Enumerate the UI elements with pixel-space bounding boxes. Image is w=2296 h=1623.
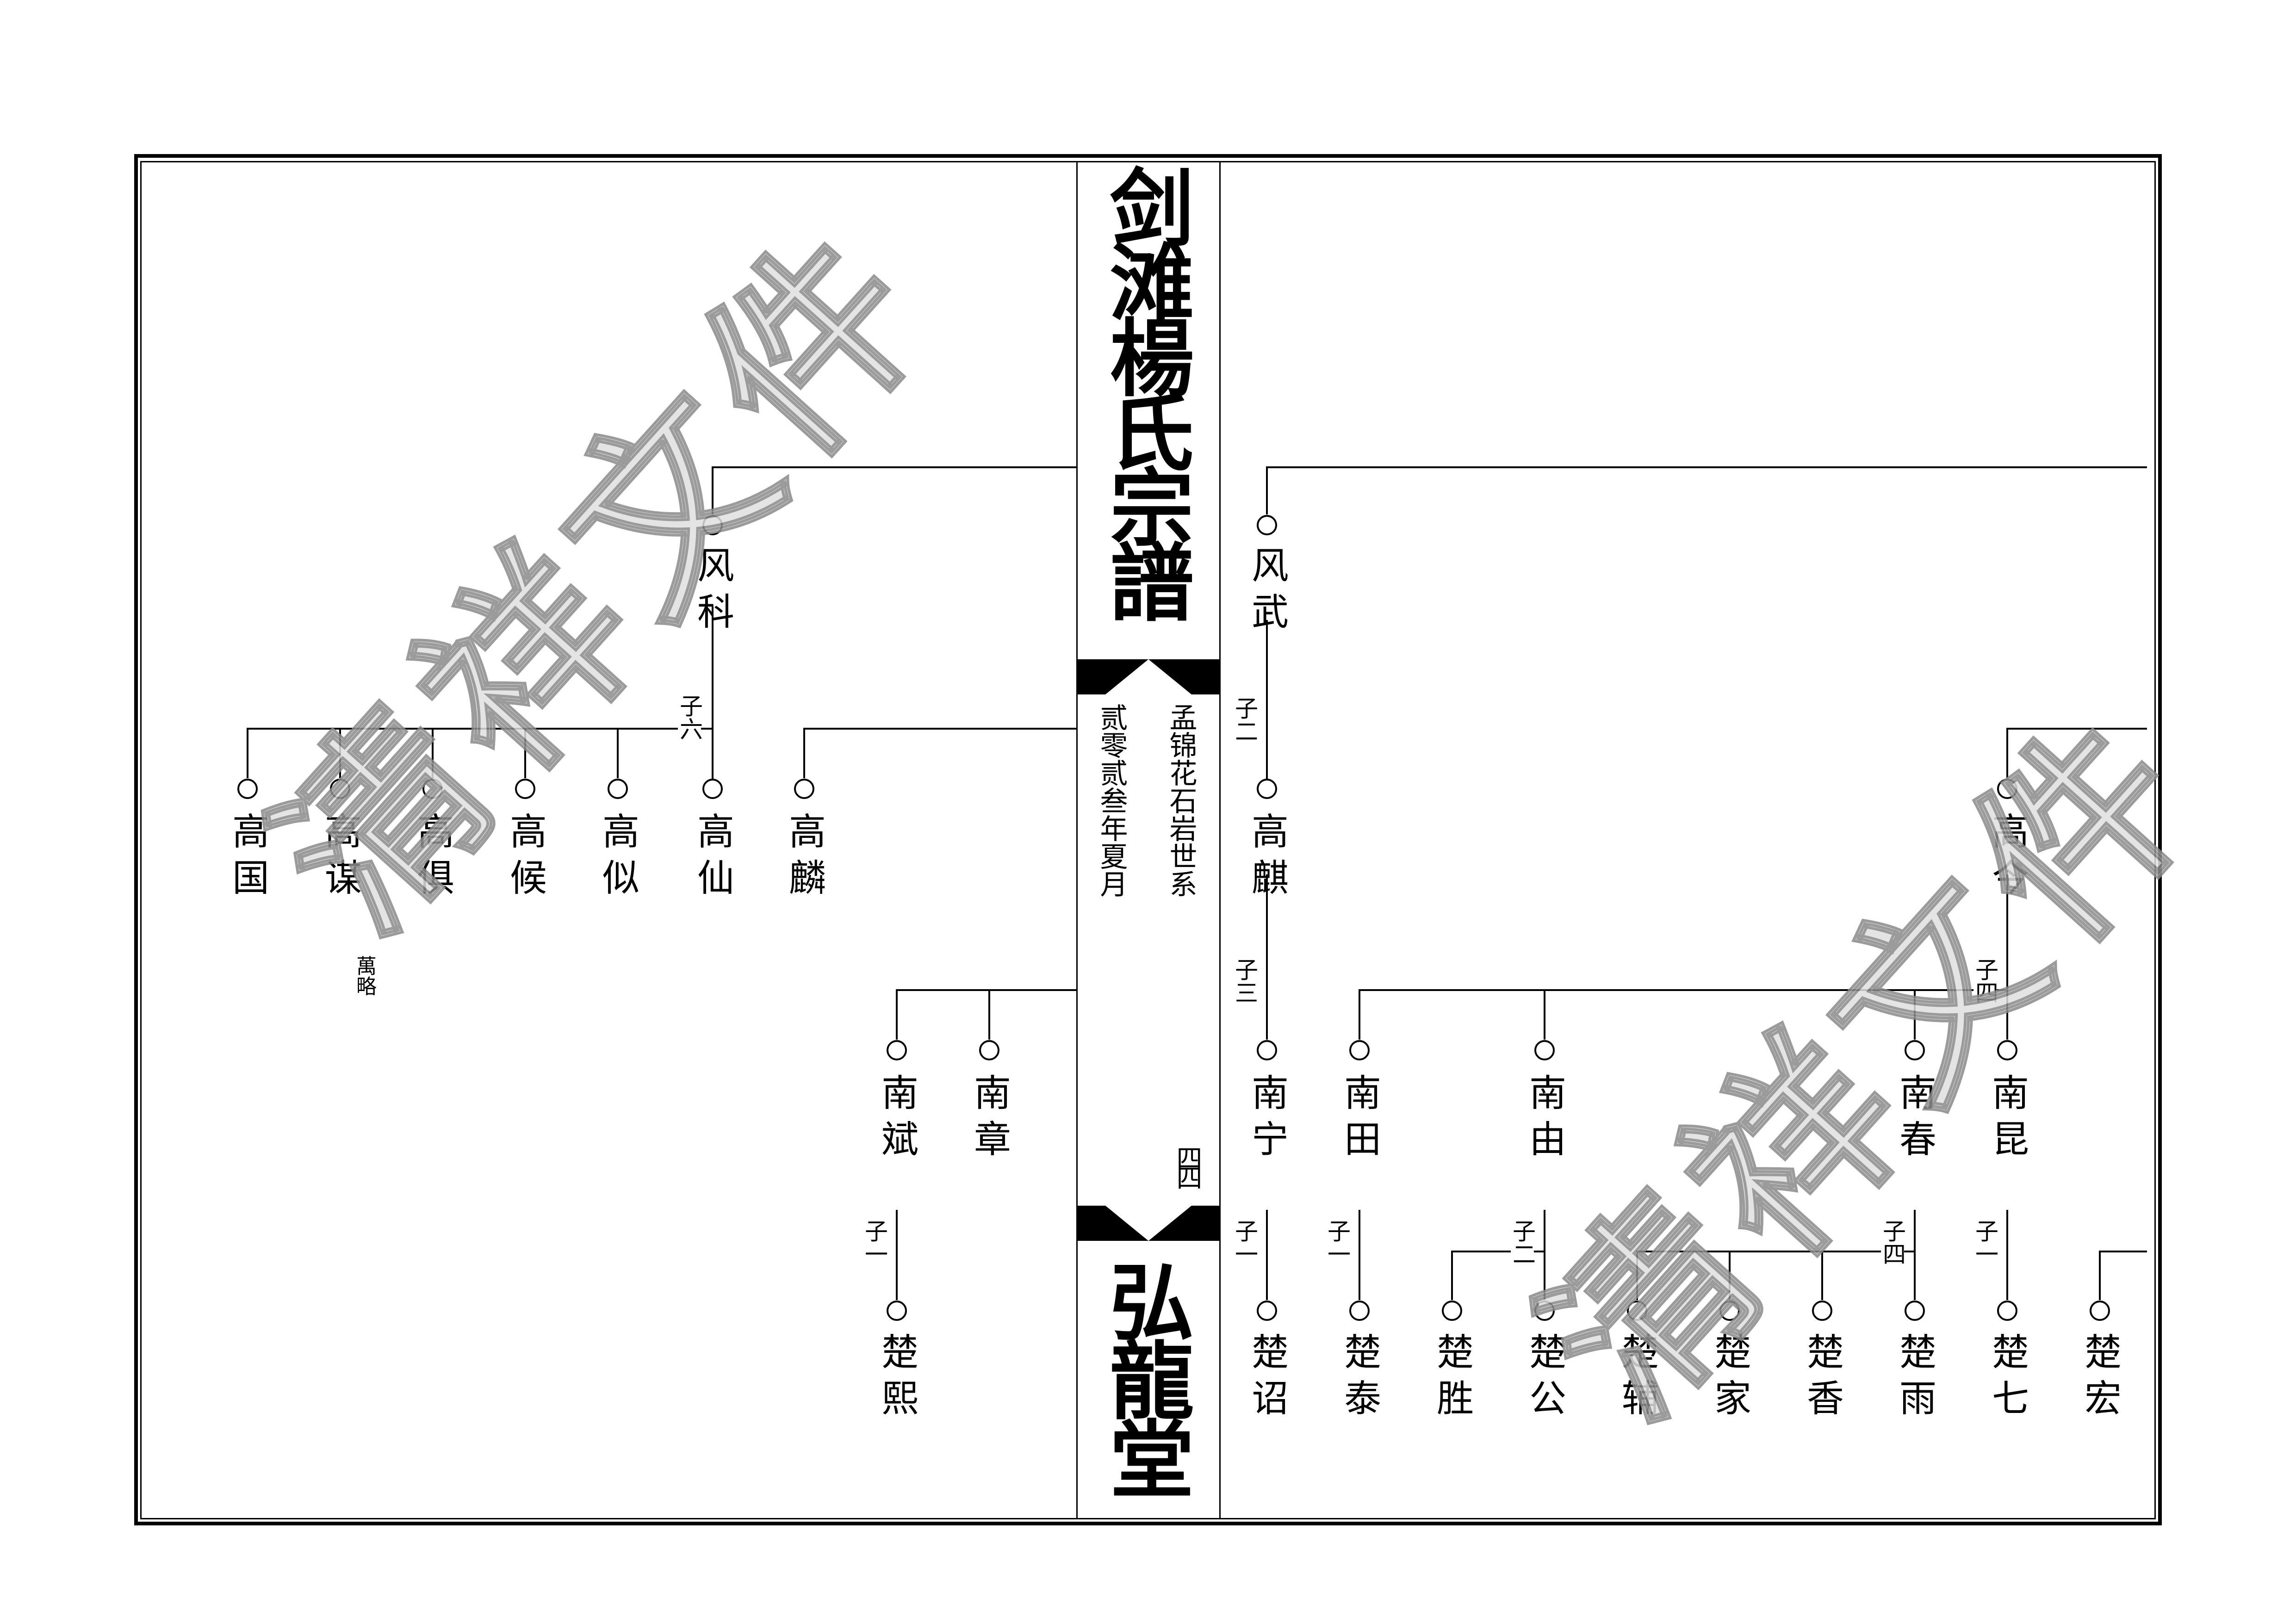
member-name: 高麟 (783, 812, 826, 904)
member-name: 楚辅 (1616, 1332, 1659, 1425)
member-name: 楚泰 (1338, 1332, 1381, 1425)
sons-note: 子一 (1324, 1219, 1351, 1265)
sons-note: 子一 (861, 1219, 888, 1265)
sons-note: 子四 (1879, 1219, 1906, 1265)
sons-note: 子三 (1231, 958, 1258, 1004)
member-name: 楚诏 (1246, 1332, 1289, 1425)
member-name: 楚熙 (875, 1332, 918, 1425)
member-name: 南春 (1893, 1073, 1936, 1166)
sons-note: 子六 (676, 694, 703, 740)
member-name: 高俱 (411, 812, 454, 904)
hall-name: 弘龍堂 (1096, 1258, 1195, 1494)
sons-note: 子四 (1972, 958, 1998, 1004)
sons-note: 子二 (1231, 696, 1258, 743)
member-name: 南章 (968, 1073, 1011, 1166)
member-name: 南昆 (1986, 1073, 2029, 1166)
member-name: 风科 (691, 546, 734, 638)
credit-date: 贰零贰叁年夏月 (1095, 703, 1128, 898)
member-name: 楚雨 (1893, 1332, 1936, 1425)
spine-ornament-top (1078, 659, 1219, 694)
member-name: 高今 (1986, 812, 2029, 904)
page-border-outer (134, 154, 2162, 1525)
credit-author: 孟锦花石岩世系 (1165, 703, 1197, 898)
sons-note: 子一 (1231, 1219, 1258, 1265)
sons-note: 子一 (1972, 1219, 1998, 1265)
sons-note: 子二 (1509, 1219, 1536, 1265)
page-number: 四四 (1172, 1145, 1202, 1184)
member-name: 楚胜 (1431, 1332, 1474, 1425)
genealogy-title: 剑滩楊氏宗譜 (1096, 164, 1195, 614)
member-name: 楚香 (1801, 1332, 1844, 1425)
member-name: 楚家 (1708, 1332, 1751, 1425)
member-name: 高仙 (691, 812, 734, 904)
member-name: 风武 (1246, 546, 1289, 638)
member-name: 楚七 (1986, 1332, 2029, 1425)
spine-ornament-bottom (1078, 1206, 1219, 1241)
member-name: 高麒 (1246, 812, 1289, 904)
page-border-inner (140, 161, 2156, 1519)
member-name: 南宁 (1246, 1073, 1289, 1166)
member-name: 高似 (596, 812, 639, 904)
member-name: 高候 (504, 812, 547, 904)
member-name: 高国 (226, 812, 269, 904)
member-name: 南田 (1338, 1073, 1381, 1166)
member-name: 南斌 (875, 1073, 918, 1166)
member-name: 南由 (1523, 1073, 1566, 1166)
member-name: 楚宏 (2079, 1332, 2122, 1425)
book-spine (1076, 161, 1221, 1519)
annotation: 萬略 (353, 955, 376, 996)
member-name: 楚公 (1523, 1332, 1566, 1425)
member-name: 高谋 (319, 812, 362, 904)
